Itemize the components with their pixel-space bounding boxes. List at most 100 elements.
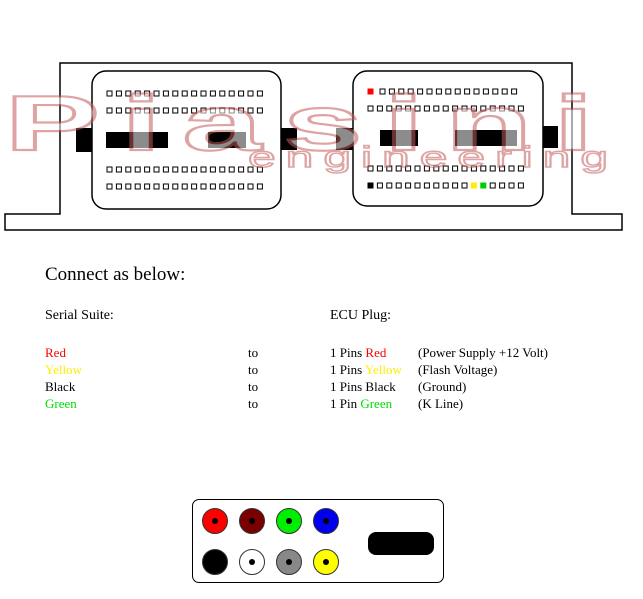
ecu-pin (228, 90, 235, 97)
ecu-pin (473, 88, 480, 95)
ecu-pin (209, 183, 216, 190)
ecu-pin (426, 88, 433, 95)
ecu-pin (405, 182, 412, 189)
ecu-pin (125, 166, 132, 173)
right-connector-pins (367, 88, 524, 189)
pin-description: (Power Supply +12 Volt) (418, 345, 548, 360)
ecu-pin (144, 107, 151, 114)
ecu-pin (367, 182, 374, 189)
ecu-pin (191, 107, 198, 114)
pin-description: (Ground) (418, 379, 467, 394)
ecu-pin (433, 165, 440, 172)
ecu-pin (144, 166, 151, 173)
ecu-pin (417, 88, 424, 95)
ecu-pin (407, 88, 414, 95)
ecu-pin (461, 182, 468, 189)
ecu-pin (256, 90, 263, 97)
ecu-pin (247, 90, 254, 97)
right-mount-tab (543, 126, 558, 148)
ecu-pin (508, 165, 515, 172)
ecu-pin (499, 182, 506, 189)
ecu-pin (435, 88, 442, 95)
ecu-pin (153, 90, 160, 97)
ecu-pin (367, 105, 374, 112)
ecu-pin (405, 105, 412, 112)
ecu-pin (452, 165, 459, 172)
ecu-pin (181, 90, 188, 97)
pin-color-name: Green (360, 396, 393, 411)
ecu-pin (405, 165, 412, 172)
ecu-pin-label: 1 Pin Green (330, 396, 392, 412)
ecu-pin (238, 107, 245, 114)
ecu-pin (442, 165, 449, 172)
ecu-pin (489, 182, 496, 189)
pin-color-name: Red (365, 345, 387, 360)
ecu-pin (209, 107, 216, 114)
ecu-pin (181, 107, 188, 114)
ecu-pin (256, 107, 263, 114)
dark-red-pin (239, 508, 265, 534)
ecu-pin (191, 166, 198, 173)
green-pin (276, 508, 302, 534)
ecu-pin (181, 183, 188, 190)
serial-suite-connector (192, 499, 444, 583)
ecu-pin (134, 183, 141, 190)
ecu-pin (376, 165, 383, 172)
black-pin (202, 549, 228, 575)
ecu-pin (153, 183, 160, 190)
ecu-pin (134, 166, 141, 173)
ecu-pin (219, 107, 226, 114)
wire-color-label: Green (45, 396, 77, 411)
red-pin (202, 508, 228, 534)
ecu-pin (499, 165, 506, 172)
ecu-plug-heading: ECU Plug: (330, 308, 392, 323)
ecu-pin (172, 183, 179, 190)
connection-row: Green to 1 Pin Green (K Line) (0, 396, 643, 413)
ecu-pin (433, 105, 440, 112)
ecu-pin (492, 88, 499, 95)
watermark: Piasini engineering (4, 78, 613, 175)
ecu-pin (200, 90, 207, 97)
ecu-pin (228, 183, 235, 190)
ecu-pin (395, 182, 402, 189)
ecu-pin (517, 182, 524, 189)
ecu-pin (386, 105, 393, 112)
ecu-pin (238, 183, 245, 190)
ecu-pin (386, 182, 393, 189)
ecu-pin (480, 182, 487, 189)
ecu-pin (172, 166, 179, 173)
yellow-pin (313, 549, 339, 575)
ecu-pin (191, 183, 198, 190)
ecu-pin (247, 183, 254, 190)
ecu-pin (209, 166, 216, 173)
ecu-pin (376, 105, 383, 112)
ecu-pin (125, 183, 132, 190)
ecu-pin (501, 88, 508, 95)
ecu-pin (480, 105, 487, 112)
ecu-pin (125, 90, 132, 97)
ecu-pin (219, 166, 226, 173)
ecu-pin (395, 105, 402, 112)
ecu-pin (106, 107, 113, 114)
ecu-pin (445, 88, 452, 95)
pin-count: 1 Pins (330, 379, 363, 394)
ecu-pin-label: 1 Pins Red (330, 345, 386, 361)
ecu-pin (511, 88, 518, 95)
ecu-pin (134, 90, 141, 97)
ecu-pin (414, 105, 421, 112)
ecu-pin (106, 90, 113, 97)
ecu-pin (452, 182, 459, 189)
ecu-pin (200, 166, 207, 173)
ecu-pin-label: 1 Pins Yellow (330, 362, 402, 378)
ecu-pin (414, 165, 421, 172)
ecu-pin (153, 166, 160, 173)
ecu-pin (115, 166, 122, 173)
ecu-pin (162, 107, 169, 114)
pin-count: 1 Pin (330, 396, 358, 411)
left-mount-tab (76, 128, 92, 152)
ecu-pin (134, 107, 141, 114)
pin-description: (Flash Voltage) (418, 362, 498, 377)
connect-heading: Connect as below: (45, 264, 186, 285)
ecu-pin (499, 105, 506, 112)
ecu-pin (433, 182, 440, 189)
